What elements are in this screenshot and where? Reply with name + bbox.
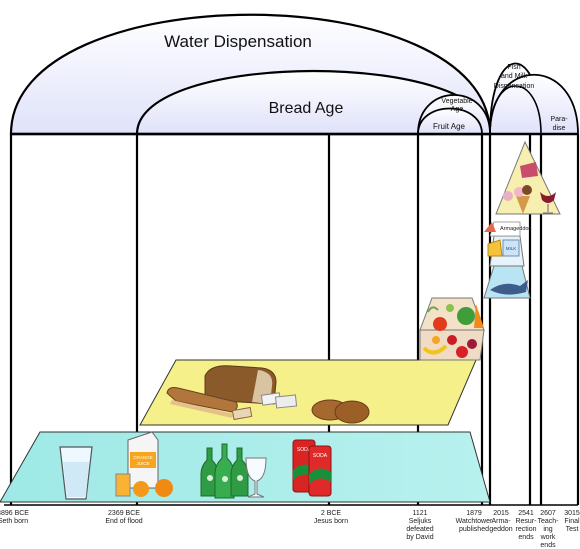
water-glass-icon: [59, 446, 93, 500]
soda-can-label-1: SODA: [297, 447, 312, 453]
timeline-label-line: rection: [515, 526, 536, 533]
water-dispensation-label: Water Dispensation: [164, 32, 312, 51]
timeline-label-line: Final: [564, 518, 580, 525]
timeline-label-line: 1879: [466, 510, 482, 517]
timeline-label-line: defeated: [406, 526, 433, 533]
paradise-label-1: Para-: [550, 116, 568, 123]
timeline-label-line: Seljuks: [409, 518, 432, 525]
timeline-label-line: 3896 BCE: [0, 510, 29, 517]
timeline-label-line: 2607: [540, 510, 556, 517]
vegetables-icon: [427, 304, 484, 331]
timeline-label-line: Jesus born: [314, 518, 348, 525]
timeline-label-line: Test: [566, 526, 579, 533]
timeline-label-line: Seth born: [0, 518, 28, 525]
soda-can-label-2: SODA: [313, 453, 328, 459]
orange-juice-label-1: ORANGE: [133, 455, 153, 460]
paradise-label-2: dise: [553, 125, 566, 132]
bread-layer: [139, 359, 477, 426]
timeline-label-line: ends: [518, 534, 534, 541]
timeline-label-line: 3015: [564, 510, 580, 517]
orange-juice-label-2: JUICE: [136, 461, 149, 466]
timeline-label-line: 2 BCE: [321, 510, 342, 517]
timeline-label-line: published: [459, 526, 489, 533]
bread-rolls-icon: [311, 399, 370, 424]
water-layer: ORANGE JUICE SODA SODA: [0, 431, 491, 503]
milk-label: MILK: [506, 246, 517, 251]
fish-icon: [490, 280, 528, 295]
timeline-label-line: 1121: [412, 510, 427, 517]
bread-age-label: Bread Age: [269, 100, 344, 117]
timeline-label-line: 2369 BCE: [108, 510, 140, 517]
timeline-label-line: ing: [543, 526, 552, 533]
paradise-layer: Armageddon: [484, 140, 561, 237]
timeline-label-line: Teach-: [537, 518, 559, 525]
armageddon-label: Armageddon: [500, 226, 532, 232]
arches: [9, 13, 579, 136]
timeline-label-line: work: [540, 534, 556, 541]
timeline-label-line: 2541: [518, 510, 534, 517]
bread-loaf-icon: [166, 365, 298, 421]
desserts-icon: [503, 162, 556, 214]
timeline-label-line: Watchtower: [456, 518, 493, 525]
fish-milk-label-3: Dispensation: [494, 83, 535, 90]
orange-juice-icon: ORANGE JUICE: [115, 431, 173, 497]
fish-milk-label-1: Fish: [507, 64, 520, 71]
timeline-label-line: ends: [540, 542, 556, 549]
soda-water-bottles-icon: [200, 443, 267, 499]
soda-cans-icon: SODA SODA: [292, 439, 332, 497]
vegetable-age-label-2: Age: [451, 106, 464, 113]
fruit-vegetable-layer: [419, 297, 485, 361]
timeline-label-line: geddon: [489, 526, 512, 533]
timeline-label-line: Arma-: [491, 518, 511, 525]
cheese-milk-icon: MILK: [487, 239, 520, 257]
fruits-icon: [422, 335, 477, 358]
timeline-label-line: End of flood: [105, 518, 142, 525]
vegetable-age-label-1: Vegetable: [441, 98, 472, 105]
fruit-age-label: Fruit Age: [433, 122, 466, 131]
timeline-label-line: by David: [406, 534, 433, 541]
fish-milk-layer: MILK: [483, 235, 531, 299]
timeline-label-line: 2015: [493, 510, 509, 517]
fruit-age-arch: [417, 107, 483, 135]
timeline-label-line: Resur-: [515, 518, 537, 525]
fish-milk-label-2: and Milk: [501, 73, 528, 80]
